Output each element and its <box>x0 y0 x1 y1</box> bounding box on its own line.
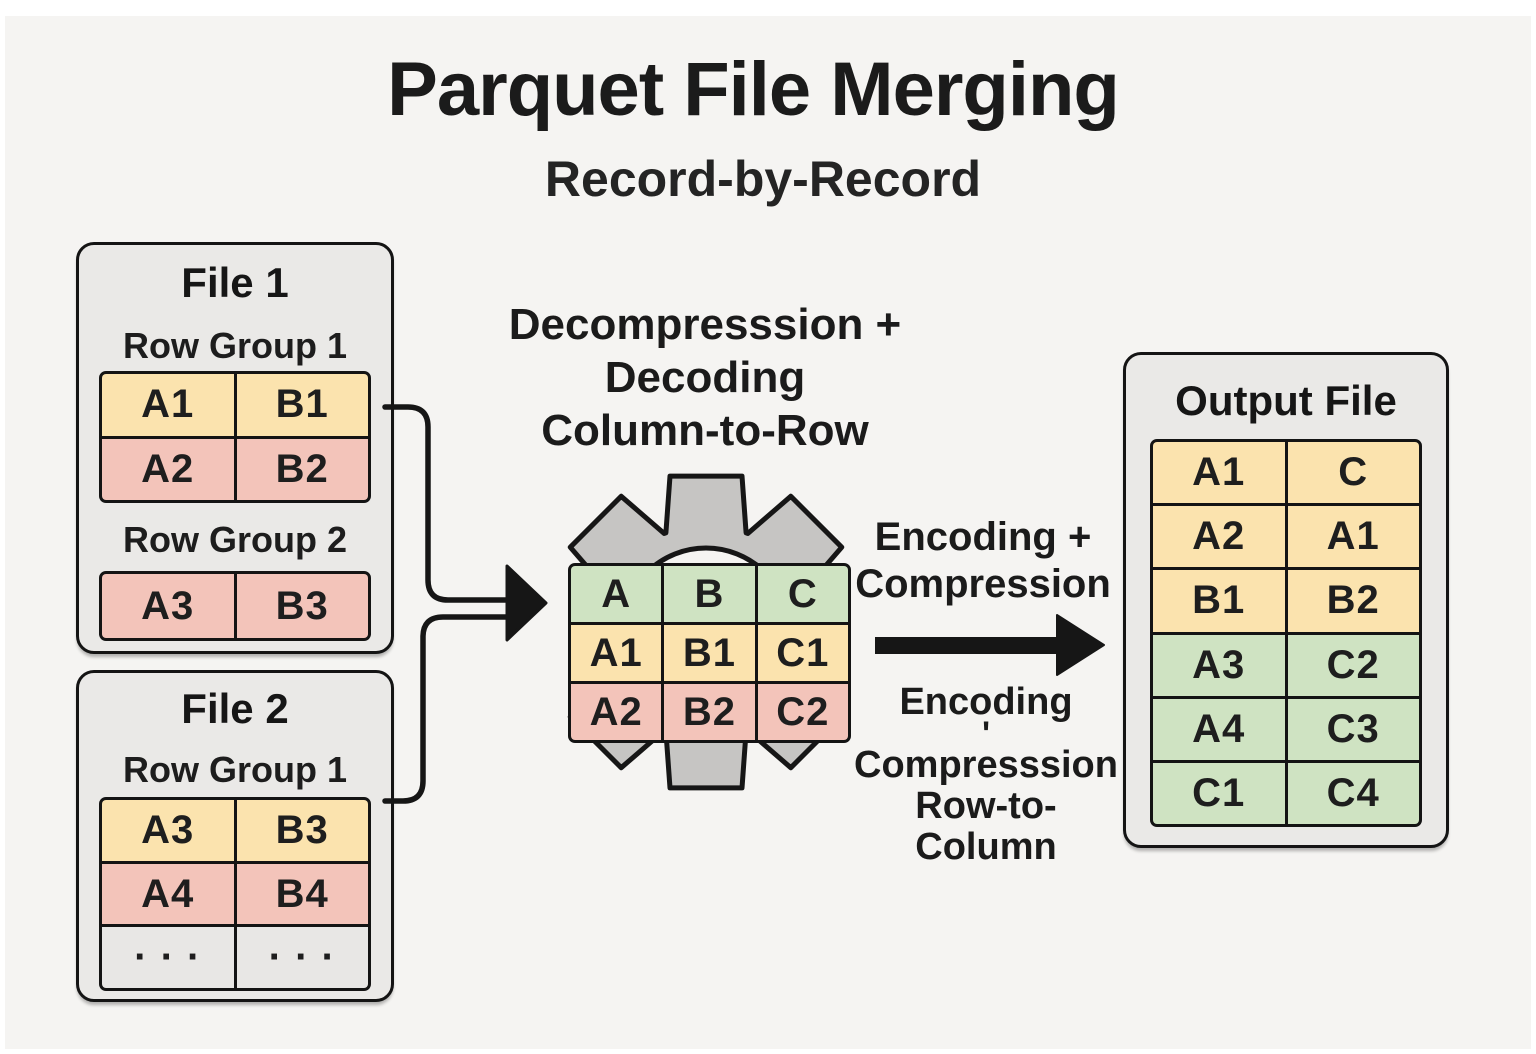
table-cell: C2 <box>1284 634 1419 696</box>
table-cell: A4 <box>1153 698 1285 760</box>
table-cell: A2 <box>571 684 662 740</box>
table-cell: C1 <box>1153 762 1285 824</box>
table-cell: A1 <box>571 625 662 681</box>
table-cell: C4 <box>1284 762 1419 824</box>
merge-arrow <box>382 404 548 804</box>
table-cell: B <box>661 566 755 622</box>
process-label-line2: Decoding <box>604 353 806 402</box>
table-cell: B3 <box>233 800 368 861</box>
table-cell: B2 <box>1284 570 1419 632</box>
file1-rowgroup2-label: Row Group 2 <box>123 519 347 560</box>
encode-label-top-line2: Compression <box>855 562 1111 606</box>
file1-rowgroup1-label: Row Group 1 <box>123 325 347 366</box>
table-cell: C2 <box>754 684 848 740</box>
encode-label-bottom-line2: Compresssion <box>854 744 1118 786</box>
table-cell: A1 <box>1153 442 1285 504</box>
output-title: Output File <box>1175 377 1397 424</box>
table-cell: B1 <box>661 625 755 681</box>
table-cell: B1 <box>233 374 368 436</box>
encode-label-bottom-tick: ' <box>981 715 991 753</box>
table-cell: A1 <box>102 374 234 436</box>
table-cell: A3 <box>1153 634 1285 696</box>
table-cell: A <box>571 566 662 622</box>
process-label-line3: Column-to-Row <box>541 406 869 455</box>
file2-rowgroup1-label: Row Group 1 <box>123 749 347 790</box>
table-cell: A2 <box>102 438 234 500</box>
table-cell: C3 <box>1284 698 1419 760</box>
table-cell: · · · <box>233 927 368 988</box>
table-cell: B1 <box>1153 570 1285 632</box>
table-cell: A4 <box>102 863 234 925</box>
process-label-line1: Decompresssion + <box>508 300 902 349</box>
table-cell: A1 <box>1284 506 1419 568</box>
process-label: Decompresssion + Decoding Column-to-Row <box>455 298 955 457</box>
page-subtitle: Record-by-Record <box>544 151 982 207</box>
table-cell: · · · <box>102 927 234 988</box>
table-row: · · ·· · · <box>102 924 368 988</box>
table-cell: A3 <box>102 574 234 638</box>
encode-label-top: Encoding + Compression <box>850 514 1116 608</box>
table-cell: C <box>1284 442 1419 504</box>
table-cell: A2 <box>1153 506 1285 568</box>
file2-title: File 2 <box>181 685 289 732</box>
table-cell: B2 <box>661 684 755 740</box>
table-cell: A3 <box>102 800 234 861</box>
encode-label-top-line1: Encoding + <box>874 515 1092 559</box>
page-title: Parquet File Merging <box>387 47 1120 132</box>
encode-label-bottom-line3: Row-to-Column <box>915 785 1057 868</box>
encode-label-bottom: Encoding ' Compresssion Row-to-Column <box>848 682 1124 868</box>
table-cell: C <box>754 566 848 622</box>
file1-title: File 1 <box>181 259 289 306</box>
table-cell: B3 <box>233 574 368 638</box>
table-cell: B2 <box>233 438 368 500</box>
encode-label-bottom-line1: Encoding <box>899 681 1073 723</box>
table-cell: B4 <box>233 863 368 925</box>
table-cell: C1 <box>754 625 848 681</box>
encode-arrow <box>875 614 1105 676</box>
